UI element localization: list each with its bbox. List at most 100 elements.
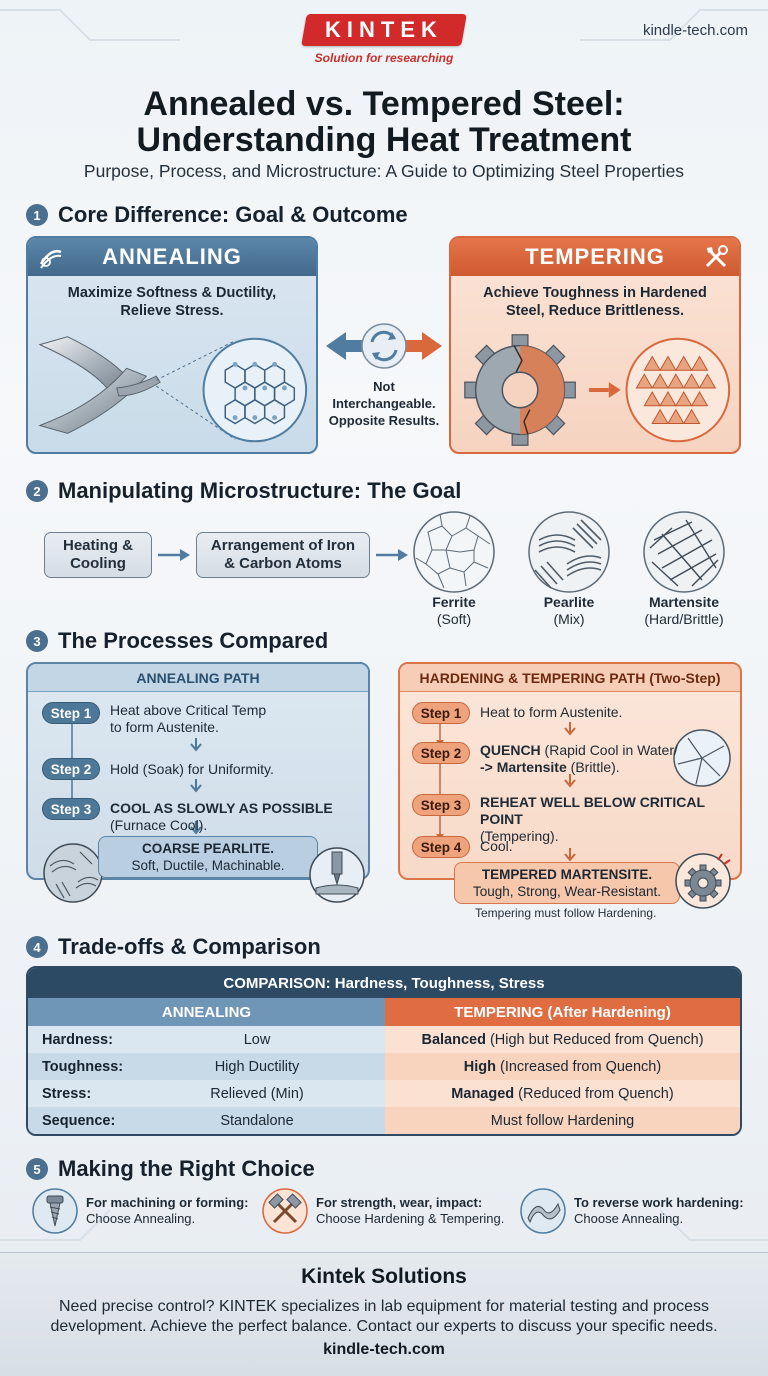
- row-label: Toughness:: [42, 1058, 124, 1075]
- table-row: Toughness:High Ductility High(Increased …: [28, 1053, 740, 1080]
- tempering-card-title: TEMPERING: [525, 244, 665, 269]
- annealing-step-3-text-bold: COOL AS SLOWLY AS POSSIBLE: [110, 800, 333, 816]
- column-header-tempering: TEMPERING (After Hardening): [385, 998, 740, 1026]
- row-label: Stress:: [42, 1085, 92, 1102]
- heating-cooling-box: Heating &Cooling: [44, 532, 152, 578]
- machining-tool-icon: [309, 847, 365, 903]
- footer-title: Kintek Solutions: [301, 1265, 467, 1288]
- page-subtitle: Purpose, Process, and Microstructure: A …: [83, 161, 685, 181]
- tempering-path-panel: HARDENING & TEMPERING PATH (Two-Step) St…: [398, 662, 742, 880]
- pearlite-label: Pearlite (Mix): [514, 594, 624, 628]
- section-2-header: 2 Manipulating Microstructure: The Goal: [26, 478, 461, 504]
- annealing-step-2: Step 2: [42, 758, 100, 780]
- ferrite-desc: (Soft): [436, 611, 472, 627]
- annealing-result: COARSE PEARLITE. Soft, Ductile, Machinab…: [98, 836, 318, 878]
- tempering-card: TEMPERING Achieve Toughness in Hardened …: [449, 236, 741, 454]
- section-title: Manipulating Microstructure: The Goal: [58, 478, 462, 503]
- pearlite-desc: (Mix): [553, 611, 585, 627]
- annealing-step-2-text: Hold (Soak) for Uniformity.: [110, 761, 274, 777]
- reheat-detail: (Tempering).: [480, 828, 559, 844]
- footer-line1: Need precise control? KINTEK specializes…: [58, 1298, 710, 1315]
- annealing-step-3: Step 3: [42, 798, 100, 820]
- flow-arrow-icon: [158, 549, 190, 561]
- note-line1: Not: [373, 379, 395, 394]
- annealing-path-title: ANNEALING PATH: [28, 664, 368, 692]
- tempering-result-line1: TEMPERED MARTENSITE.: [481, 867, 653, 882]
- section-number: 5: [26, 1158, 48, 1180]
- annealing-value: High Ductility: [214, 1058, 300, 1075]
- ferrite-label: Ferrite (Soft): [399, 594, 509, 628]
- martensite-name: Martensite: [648, 594, 720, 610]
- quench-arrow-text: ->: [480, 759, 497, 775]
- steel-coil-icon: [39, 250, 62, 269]
- step-text-line1: Heat above Critical Temp: [110, 702, 267, 718]
- section-title: The Processes Compared: [58, 628, 329, 653]
- annealing-value: Relieved (Min): [210, 1085, 304, 1102]
- annealing-desc-line2: Relieve Stress.: [120, 303, 224, 319]
- section-3-header: 3 The Processes Compared: [26, 628, 328, 654]
- annealing-value: Low: [243, 1031, 271, 1048]
- section-4-header: 4 Trade-offs & Comparison: [26, 934, 321, 960]
- column-header-annealing: ANNEALING: [28, 998, 385, 1026]
- comparison-table-body: Hardness:Low Balanced(High but Reduced f…: [28, 1026, 740, 1134]
- comparison-table-header-row: ANNEALING TEMPERING (After Hardening): [28, 998, 740, 1026]
- tempering-value: (Reduced from Quench): [518, 1085, 674, 1102]
- bent-sheet-icon: [520, 1188, 566, 1234]
- ferrite-microstructure-icon: [413, 511, 495, 593]
- pearlite-name: Pearlite: [543, 594, 595, 610]
- section-number: 2: [26, 480, 48, 502]
- annealing-card-header: ANNEALING: [28, 238, 316, 276]
- tempering-desc-line1: Achieve Toughness in Hardened: [483, 285, 707, 301]
- section-title: Trade-offs & Comparison: [58, 934, 321, 959]
- footer: Kintek Solutions Need precise control? K…: [0, 1252, 768, 1376]
- tempering-value-bold: High: [463, 1058, 497, 1075]
- box2-line2: & Carbon Atoms: [224, 555, 342, 572]
- choice-strength: For strength, wear, impact:Choose Harden…: [262, 1188, 504, 1234]
- annealing-result-line1: COARSE PEARLITE.: [141, 841, 274, 856]
- footer-body: Need precise control? KINTEK specializes…: [24, 1297, 744, 1337]
- page-title-line1: Annealed vs. Tempered Steel:: [143, 85, 625, 123]
- tools-icon: [705, 245, 728, 268]
- tempering-step-3-text: REHEAT WELL BELOW CRITICAL POINT (Temper…: [480, 794, 740, 845]
- footer-line2: development. Achieve the perfect balance…: [50, 1318, 718, 1335]
- table-row: Stress: Relieved (Min) Managed(Reduced fr…: [28, 1080, 740, 1107]
- hammers-icon: [262, 1188, 308, 1234]
- comparison-table: COMPARISON: Hardness, Toughness, Stress …: [26, 966, 742, 1136]
- choice-head: To reverse work hardening:: [574, 1195, 744, 1210]
- step-text-line2: to form Austenite.: [110, 719, 219, 735]
- not-interchangeable-arrows: [326, 323, 442, 369]
- cracked-gear-illustration: [464, 334, 731, 446]
- annealing-card: ANNEALING Maximize Softness & Ductility,…: [26, 236, 318, 454]
- tempering-value: Must follow Hardening: [490, 1112, 635, 1129]
- section-number: 3: [26, 630, 48, 652]
- flow-arrow-icon: [376, 549, 408, 561]
- tempering-step-4: Step 4: [412, 836, 470, 858]
- box1-line2: Cooling: [70, 555, 126, 572]
- tempering-value-bold: Managed: [451, 1085, 515, 1102]
- logo-text: KINTEK: [325, 17, 443, 42]
- tempering-result-line2: Tough, Strong, Wear-Resistant.: [472, 884, 662, 899]
- tempering-card-desc: Achieve Toughness in Hardened Steel, Red…: [451, 284, 739, 320]
- martensite-microstructure-icon: [643, 511, 725, 593]
- tempering-desc-line2: Steel, Reduce Brittleness.: [505, 303, 685, 319]
- footer-site-link[interactable]: kindle-tech.com: [323, 1341, 445, 1358]
- annealing-card-desc: Maximize Softness & Ductility, Relieve S…: [28, 284, 316, 320]
- choice-head: For strength, wear, impact:: [316, 1195, 483, 1210]
- tempering-result: TEMPERED MARTENSITE. Tough, Strong, Wear…: [454, 862, 680, 904]
- tempering-value-bold: Balanced: [421, 1031, 486, 1048]
- tempering-step-1-text: Heat to form Austenite.: [480, 704, 623, 720]
- section-number: 4: [26, 936, 48, 958]
- annealing-step-3-text: (Furnace Cool).: [110, 817, 208, 833]
- note-line2: Interchangeable.: [332, 396, 436, 411]
- choice-head: For machining or forming:: [86, 1195, 249, 1210]
- martensite-desc: (Hard/Brittle): [644, 611, 724, 627]
- site-link-top[interactable]: kindle-tech.com: [642, 22, 748, 39]
- brittle-label-text: (Brittle).: [566, 759, 620, 775]
- coarse-pearlite-icon: [43, 843, 103, 903]
- gear-icon: [675, 853, 731, 909]
- annealing-value: Standalone: [220, 1112, 294, 1129]
- section-number: 1: [26, 204, 48, 226]
- tempering-step-2-text: QUENCH (Rapid Cool in Water/ -> Martensi…: [480, 742, 678, 776]
- annealing-step-1-text: Heat above Critical Temp to form Austeni…: [110, 702, 266, 736]
